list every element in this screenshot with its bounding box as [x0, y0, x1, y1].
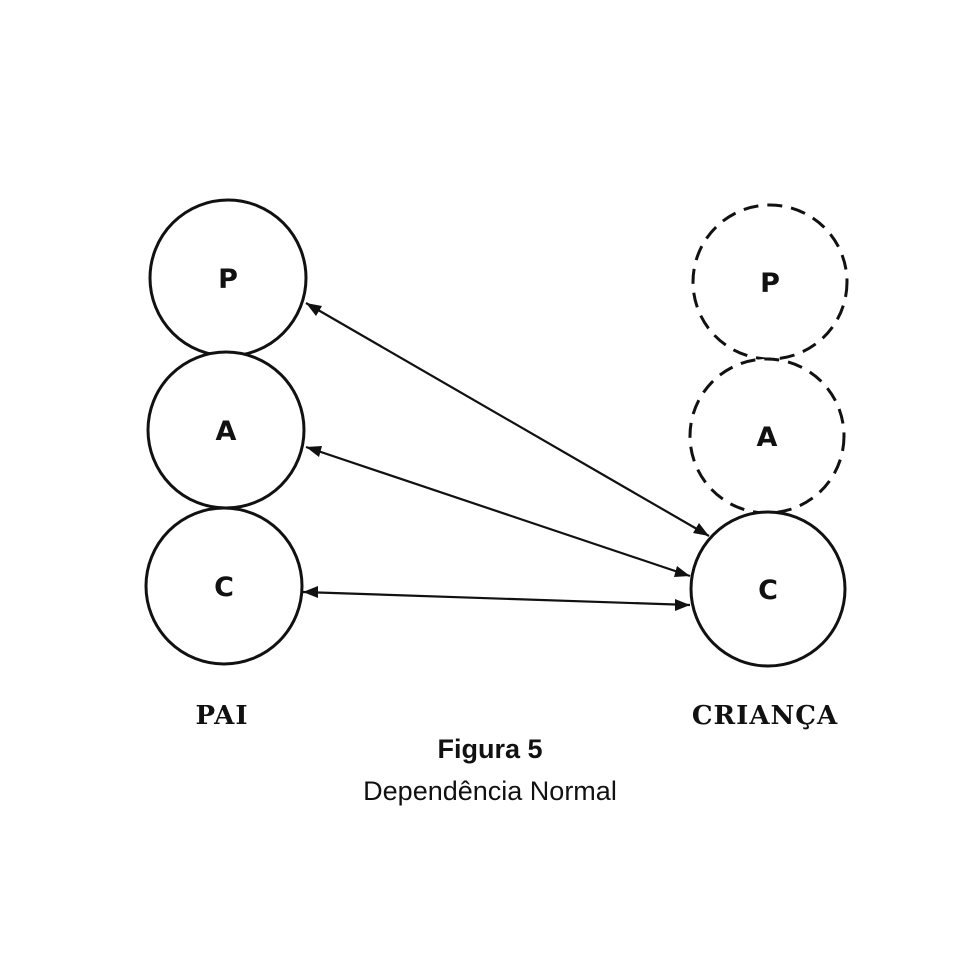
arrowhead-child-c-upper — [693, 523, 709, 536]
arrowhead-child-c-lower — [675, 599, 690, 611]
child-label: CRIANÇA — [692, 701, 838, 731]
parent-label: PAI — [196, 701, 249, 731]
child-state-p-letter: P — [760, 268, 780, 299]
child-state-c-letter: C — [758, 575, 778, 606]
arrowhead-child-c-middle — [674, 566, 690, 577]
child-state-c: C — [689, 510, 847, 668]
arrow-child-c-to-parent-p — [305, 302, 710, 537]
child-state-a: A — [688, 357, 846, 515]
parent-states: P A C — [144, 198, 308, 666]
figure-title: Figura 5 — [437, 734, 543, 764]
arrow-child-c-to-parent-a — [305, 445, 691, 578]
child-state-a-letter: A — [757, 422, 778, 453]
arrows — [302, 302, 710, 611]
parent-state-a: A — [146, 350, 306, 510]
figure-subtitle: Dependência Normal — [363, 776, 617, 806]
child-state-p: P — [691, 203, 849, 361]
parent-state-p-letter: P — [218, 264, 238, 295]
parent-state-c: C — [144, 506, 304, 666]
parent-state-p: P — [148, 198, 308, 358]
arrowhead-parent-p — [306, 303, 322, 316]
arrow-child-c-to-parent-c — [302, 586, 691, 611]
child-states: P A C — [688, 203, 849, 668]
arrowhead-parent-c — [303, 586, 318, 598]
parent-state-c-letter: C — [214, 572, 234, 603]
arrowhead-parent-a — [306, 446, 322, 457]
parent-state-a-letter: A — [216, 416, 237, 447]
